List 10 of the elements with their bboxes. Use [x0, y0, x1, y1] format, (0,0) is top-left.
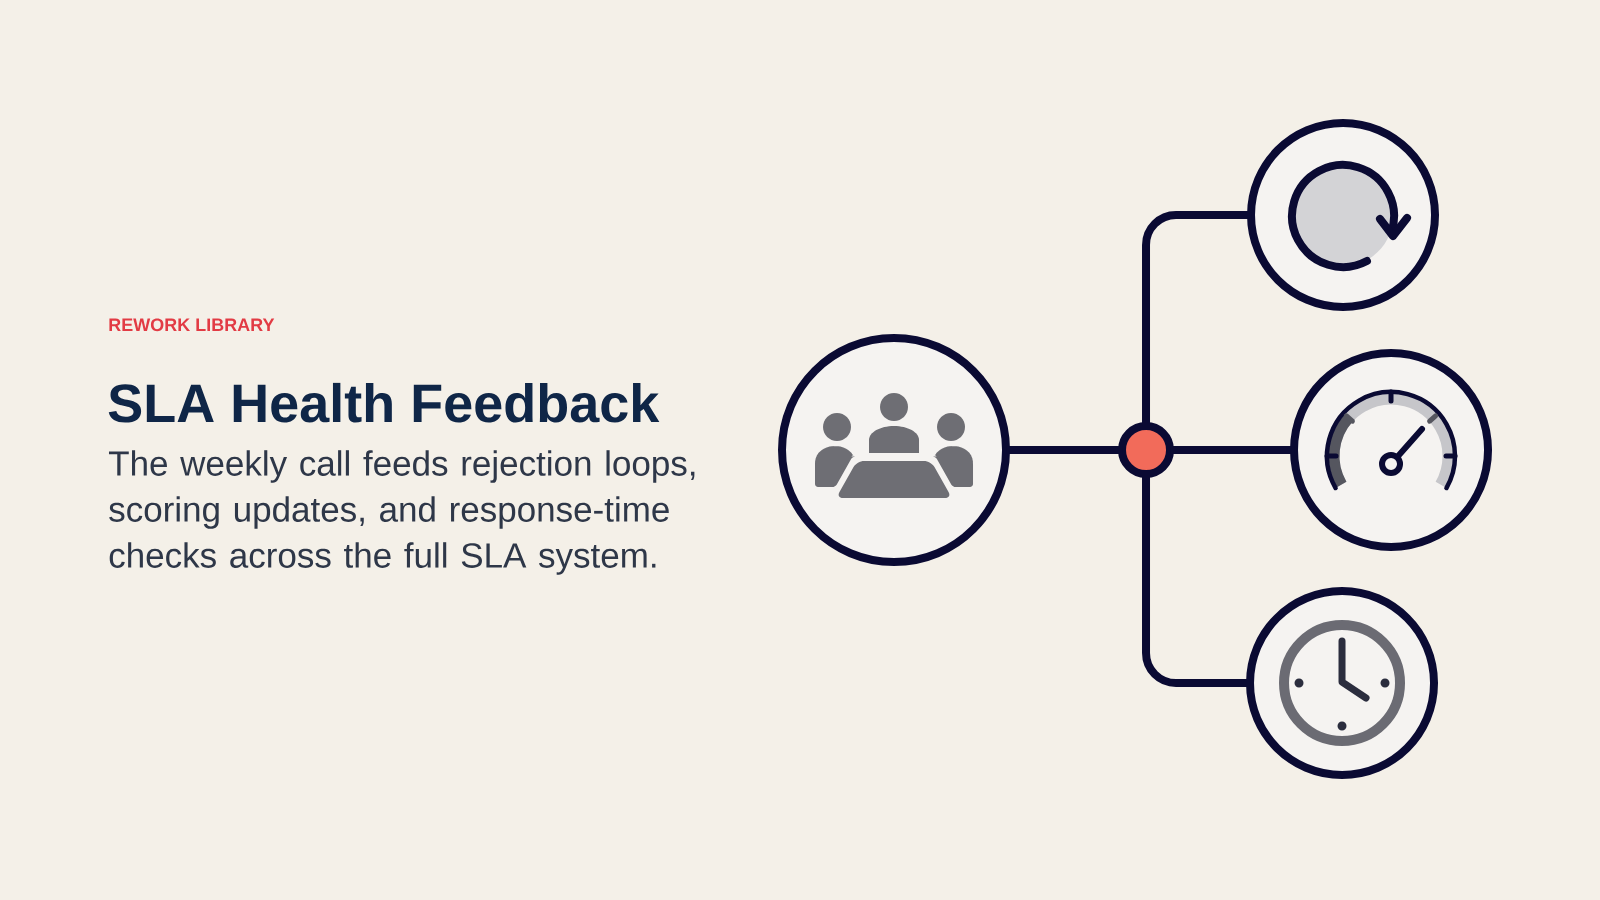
- icon-circle: [1246, 587, 1438, 779]
- kicker-text: REWORK LIBRARY: [109, 318, 275, 332]
- description-text: The weekly call feeds rejection loops, scoring updates, and response-time checks across the full SLA system.: [109, 450, 695, 575]
- junction-dot: [1118, 422, 1174, 478]
- connector-line: [1142, 474, 1250, 687]
- title: SLA Health Feedback: [108, 382, 660, 423]
- connector-line: [1142, 211, 1251, 426]
- icon-circle: [1290, 349, 1492, 551]
- connector-line: [1006, 446, 1122, 454]
- connector-line: [1170, 446, 1294, 454]
